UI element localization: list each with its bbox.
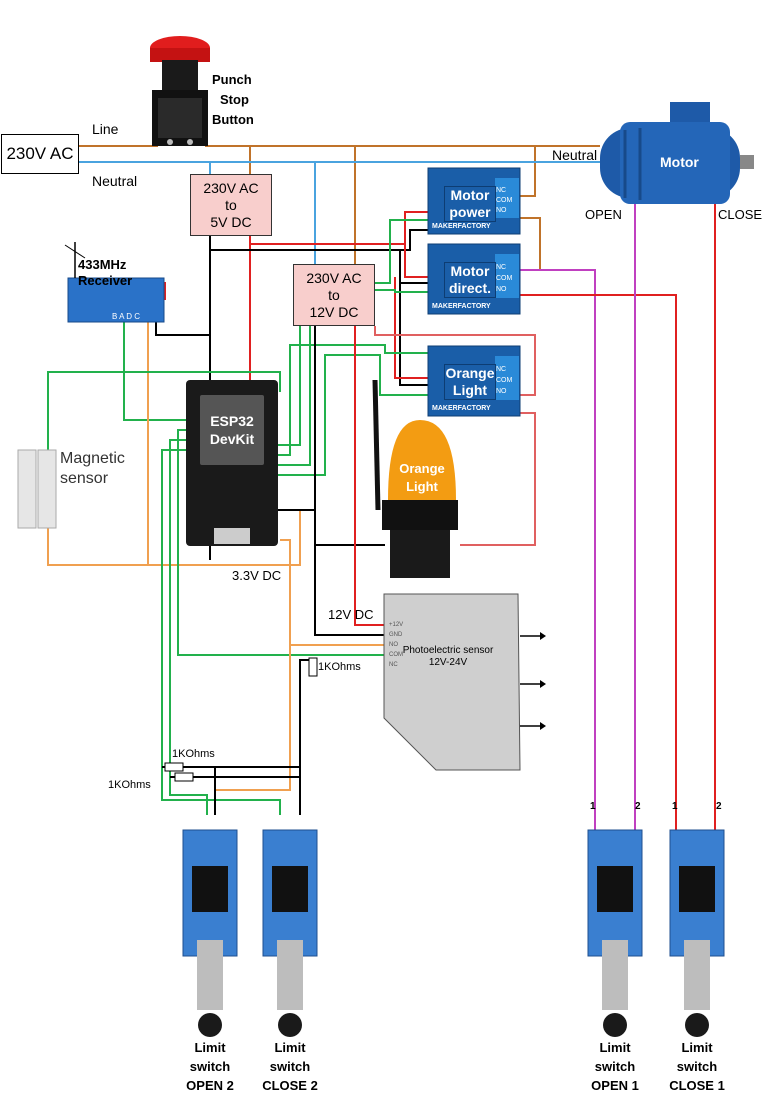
open1-pin-2: 2 [635, 801, 641, 812]
esp-orange-photo [280, 539, 385, 646]
esp32-board [186, 380, 278, 546]
v5-red-relay [250, 211, 430, 245]
photo-sensor-body [383, 593, 546, 771]
v5-black-relay [210, 229, 430, 251]
line-wire-relay2 [520, 217, 541, 271]
esp-green-sw2 [161, 449, 281, 815]
esp-green-2 [275, 344, 430, 456]
motor-label: Motor [660, 154, 699, 170]
v5-red-relay2 [404, 244, 430, 278]
relay3-brand: MAKERFACTORY [432, 405, 491, 412]
esp-black-photo [275, 509, 385, 636]
line-wire-2 [205, 145, 536, 197]
esp-green-1 [275, 219, 430, 446]
receiver-label: 433MHz Receiver [78, 257, 133, 288]
limit-switch-open-2 [182, 829, 238, 1037]
esp-green-sw1 [169, 439, 208, 815]
power-source-box: 230V AC [1, 134, 79, 174]
orange-light-body [372, 379, 458, 578]
magnetic-sensor-label: Magnetic sensor [60, 450, 125, 487]
open1-pin-1: 1 [590, 801, 596, 812]
v5-red-relay3 [394, 277, 430, 379]
punch-stop-button [150, 36, 210, 146]
line-label: Line [92, 121, 119, 137]
close1-pin-1: 1 [672, 801, 678, 812]
punch-stop-label: Punch Stop Button [212, 72, 254, 127]
relay-magenta [520, 269, 596, 845]
orange-light-label: Orange Light [399, 461, 445, 494]
limit-switches [182, 829, 725, 1037]
resistor-label-3: 1KOhms [108, 779, 151, 791]
limit-switch-open-1 [587, 829, 643, 1037]
mag-orange [47, 510, 301, 566]
v5-black-relay3 [399, 283, 430, 386]
v12-red [354, 326, 385, 626]
receiver-board [64, 242, 165, 323]
limit-switch-close-2 [262, 829, 318, 1037]
relay-red-close [520, 294, 677, 845]
esp-green-4 [275, 354, 430, 476]
photo-sensor-label: Photoelectric sensor 12V-24V [402, 645, 494, 668]
magnetic-sensor-body [17, 449, 57, 529]
esp-green-photo [177, 429, 385, 656]
esp32-label: ESP32 DevKit [209, 413, 255, 447]
relay1-brand: MAKERFACTORY [432, 223, 491, 230]
resistor-label-2: 1KOhms [172, 748, 215, 760]
neutral-label-left: Neutral [92, 173, 138, 189]
motor-body [600, 102, 754, 204]
v12-pink-2 [460, 412, 536, 546]
v12-label: 12V DC [328, 607, 374, 622]
v12-black [314, 326, 385, 546]
motor-close-label: CLOSE [718, 207, 763, 222]
rx-green [123, 320, 186, 421]
close1-pin-2: 2 [716, 801, 722, 812]
v33-label: 3.3V DC [232, 568, 282, 583]
resistors [164, 657, 318, 782]
limit-switch-close-1 [669, 829, 725, 1037]
motor-open-label: OPEN [585, 207, 622, 222]
v12-pink [374, 326, 536, 396]
mag-green [47, 371, 281, 455]
rx-orange [48, 320, 149, 566]
receiver-pins: B A D C [112, 312, 141, 321]
neutral-label-right: Neutral [552, 147, 598, 163]
resistor-label-1: 1KOhms [318, 661, 361, 673]
relay2-brand: MAKERFACTORY [432, 303, 491, 310]
